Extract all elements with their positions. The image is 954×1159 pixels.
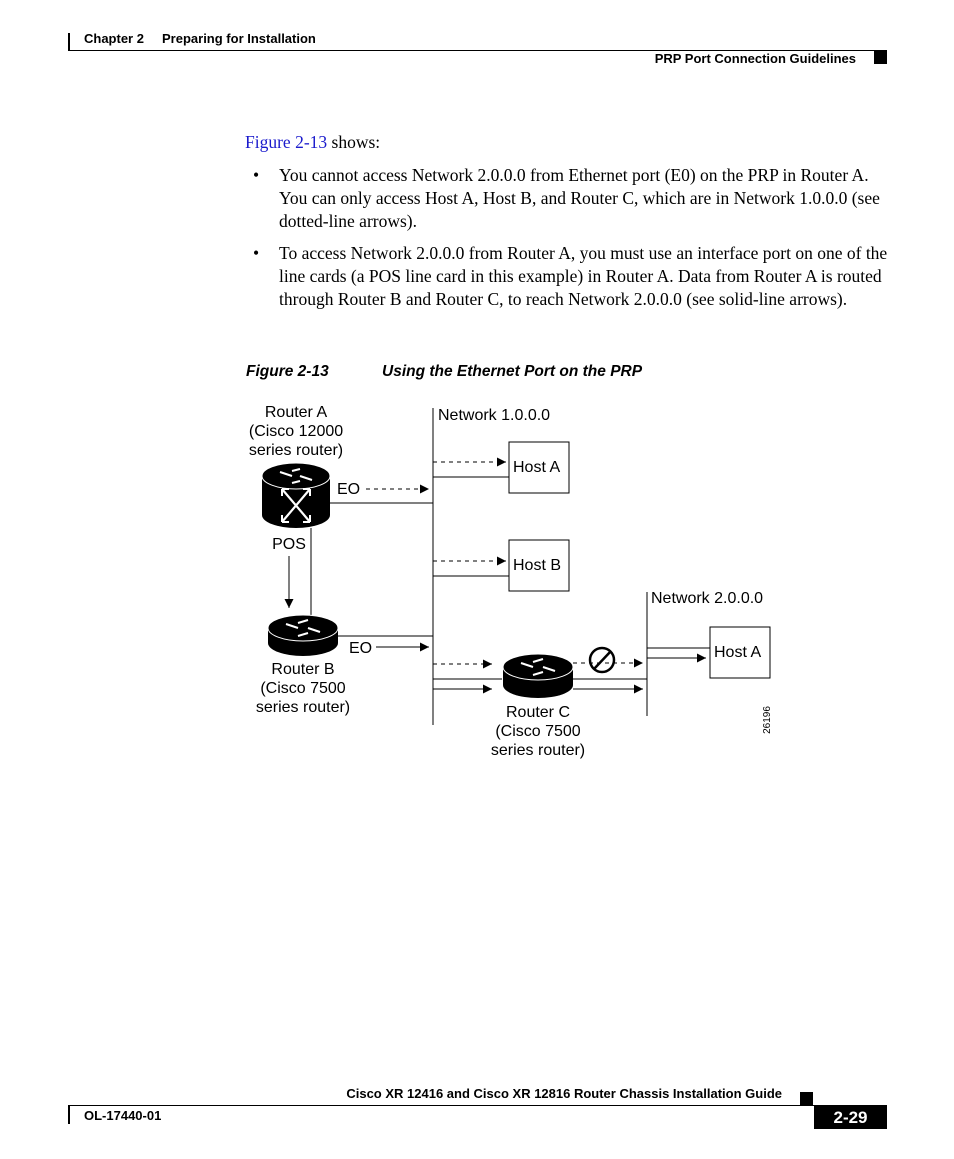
footer-rule [68,1105,887,1106]
footer-square [800,1092,813,1105]
prohibited-icon [588,646,616,674]
header-chapter: Chapter 2 [84,31,144,46]
header-left-bar [68,33,70,50]
router-a-label-line3: series router) [249,442,343,459]
figure-title: Using the Ethernet Port on the PRP [382,363,643,380]
host-a2-box [709,626,771,679]
router-b-eo-label: EO [349,640,372,657]
pos-label: POS [272,536,306,553]
bullet-glyph: • [253,165,260,185]
router-c-icon [502,653,574,698]
footer-guide-title: Cisco XR 12416 and Cisco XR 12816 Router… [346,1086,782,1101]
bullet-glyph: • [253,243,260,263]
router-a-eo-label: EO [337,481,360,498]
router-c-label-line3: series router) [491,742,585,759]
network-2-label: Network 2.0.0.0 [651,590,763,607]
header-chapter-title: Preparing for Installation [162,31,316,46]
header-rule [68,50,887,51]
bullet-item: • To access Network 2.0.0.0 from Router … [253,242,893,311]
router-a-label-line1: Router A [265,404,328,421]
router-b-label-line2: (Cisco 7500 [260,680,345,697]
router-a-icon [261,462,331,528]
footer-page-number: 2-29 [814,1106,887,1129]
router-c-label-line2: (Cisco 7500 [495,723,580,740]
host-a2-label: Host A [714,644,761,661]
intro-text: shows: [327,132,381,152]
footer-left-bar [68,1105,70,1124]
header-section-title: PRP Port Connection Guidelines [654,51,856,66]
prohibited-icon-slash [593,650,612,670]
router-a-label-line2: (Cisco 12000 [249,423,343,440]
host-a-label: Host A [513,459,560,476]
router-b-label-line3: series router) [256,699,350,716]
host-b-label: Host B [513,557,561,574]
router-c-label-line1: Router C [506,704,570,721]
header-square [874,51,887,64]
figure-cross-reference-link[interactable]: Figure 2-13 [245,132,328,152]
host-b-box [508,539,570,592]
network-1-label: Network 1.0.0.0 [438,407,550,424]
figure-number: Figure 2-13 [246,363,329,380]
bullet-text: You cannot access Network 2.0.0.0 from E… [279,165,880,231]
bullet-text: To access Network 2.0.0.0 from Router A,… [279,243,888,309]
router-b-icon [267,614,339,656]
host-a-box [508,441,570,494]
bullet-list: • You cannot access Network 2.0.0.0 from… [253,164,893,320]
figure-caption: Figure 2-13 Using the Ethernet Port on th… [246,363,642,381]
figure-id: 26196 [762,706,773,734]
intro-paragraph: Figure 2-13 shows: [245,132,380,153]
footer-doc-number: OL-17440-01 [84,1108,162,1123]
bullet-item: • You cannot access Network 2.0.0.0 from… [253,164,893,233]
router-b-label-line1: Router B [271,661,334,678]
